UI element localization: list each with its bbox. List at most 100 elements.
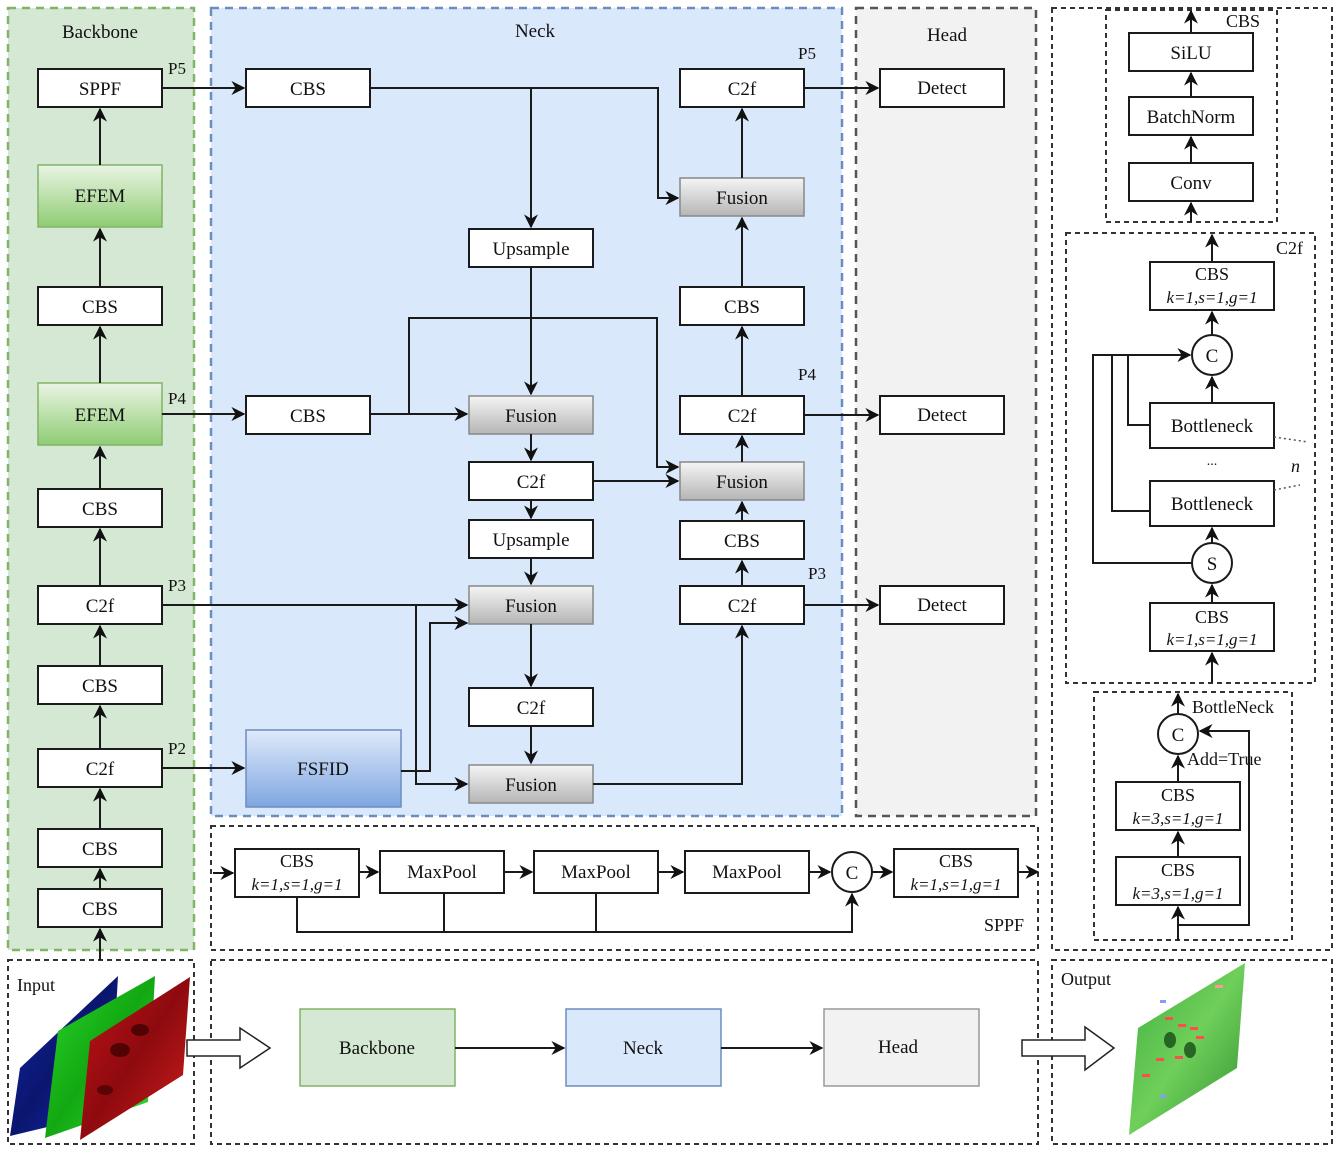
neck-fusion-3-label: Fusion [505, 775, 557, 796]
neck-c2f-p4-label: C2f [728, 406, 757, 427]
tap-label-p4: P4 [168, 389, 186, 408]
texture-spot [1184, 1042, 1196, 1058]
detail-panel [1051, 7, 1333, 951]
c2f-detail-bottom-cbs[interactable] [1149, 602, 1275, 652]
neck-c2f-2-label: C2f [517, 698, 546, 719]
sppf-cbs-out-label: CBS [939, 851, 973, 871]
sppf-concat-label: C [846, 863, 859, 884]
cbs-detail-silu[interactable] [1128, 32, 1254, 72]
arrow [1092, 348, 1192, 564]
backbone-cbs-2-label: CBS [82, 839, 118, 860]
detection-box [1165, 1017, 1173, 1020]
neck-cbs-p4-label: CBS [290, 406, 326, 427]
cbs-detail-batchnorm-label: BatchNorm [1147, 107, 1236, 128]
neck-cbs-p5-label: CBS [290, 79, 326, 100]
texture-spot [131, 1024, 149, 1036]
neck-cbs-p4[interactable] [245, 395, 371, 435]
detect-p5[interactable] [879, 68, 1005, 108]
neck-fusion-4[interactable] [679, 461, 805, 501]
detect-p3[interactable] [879, 585, 1005, 625]
detection-box [1196, 1036, 1204, 1039]
input-band-red [80, 977, 190, 1140]
backbone-efem-2-label: EFEM [75, 186, 126, 207]
neck-cbs-p5[interactable] [245, 68, 371, 108]
pipeline-backbone[interactable] [299, 1008, 456, 1087]
detection-box [1156, 1058, 1164, 1061]
cbs-detail: CBS SiLU BatchNorm Conv [1105, 9, 1278, 223]
c2f-ellipsis: ... [1207, 454, 1218, 469]
neck-c2f-2[interactable] [468, 687, 594, 727]
pipeline-neck[interactable] [565, 1008, 722, 1087]
texture-spot [97, 1085, 113, 1095]
neck-fusion-1-label: Fusion [505, 406, 557, 427]
backbone-cbs-4[interactable] [37, 488, 163, 528]
neck-c2f-p5[interactable] [679, 68, 805, 108]
neck-cbs-r1[interactable] [679, 520, 805, 560]
c2f-detail-top-cbs-params: k=1,s=1,g=1 [1166, 288, 1257, 307]
cbs-detail-conv[interactable] [1128, 162, 1254, 202]
backbone-efem-2[interactable] [37, 164, 163, 228]
texture-spot [1164, 1032, 1176, 1048]
c2f-concat-label: C [1206, 346, 1219, 367]
neck-label-p3: P3 [808, 564, 826, 583]
detection-box [1215, 985, 1223, 988]
neck-fusion-3[interactable] [468, 764, 594, 804]
texture-spot [110, 1043, 130, 1057]
input-images: Input [10, 975, 190, 1140]
pipeline: Backbone Neck Head [299, 1008, 980, 1087]
tap-label-p2: P2 [168, 739, 186, 758]
detection-boxes [1142, 985, 1223, 1098]
bottleneck-cbs-1-params: k=3,s=1,g=1 [1132, 809, 1223, 828]
detection-box [1160, 1095, 1166, 1098]
arrow [593, 624, 749, 785]
detection-box [1160, 1000, 1166, 1003]
pipeline-neck-label: Neck [623, 1038, 664, 1059]
sppf-maxpool-1[interactable] [379, 850, 505, 894]
pipeline-head[interactable] [823, 1008, 980, 1087]
neck-fusion-2[interactable] [468, 585, 594, 625]
neck-c2f-p4[interactable] [679, 395, 805, 435]
neck-upsample-1[interactable] [468, 228, 594, 268]
c2f-bottleneck-2-label: Bottleneck [1171, 494, 1254, 515]
sppf-maxpool-2-label: MaxPool [561, 862, 631, 883]
bottleneck-cbs-2[interactable] [1115, 856, 1241, 906]
tap-label-p3: P3 [168, 576, 186, 595]
backbone-cbs-3[interactable] [37, 665, 163, 705]
neck-fusion-5[interactable] [679, 177, 805, 217]
neck-label-p5: P5 [798, 44, 816, 63]
detect-p5-label: Detect [917, 78, 967, 99]
neck-fusion-1[interactable] [468, 395, 594, 435]
neck-label-p4: P4 [798, 365, 816, 384]
neck-cbs-r2-label: CBS [724, 297, 760, 318]
sppf-detail-title: SPPF [984, 915, 1024, 935]
c2f-bottleneck-2[interactable] [1149, 480, 1275, 527]
c2f-detail-bottom-cbs-params: k=1,s=1,g=1 [1166, 630, 1257, 649]
backbone-cbs-4-label: CBS [82, 499, 118, 520]
detect-p4[interactable] [879, 395, 1005, 435]
backbone-cbs-5[interactable] [37, 286, 163, 326]
c2f-bottleneck-1-label: Bottleneck [1171, 416, 1254, 437]
backbone-efem-1[interactable] [37, 382, 163, 446]
neck-upsample-2-label: Upsample [492, 530, 569, 551]
sppf-cbs-in-label: CBS [280, 851, 314, 871]
c2f-detail-top-cbs-label: CBS [1195, 264, 1229, 284]
neck-cbs-r2[interactable] [679, 286, 805, 326]
cbs-detail-batchnorm[interactable] [1128, 96, 1254, 136]
neck-fsfid[interactable] [245, 729, 402, 808]
sppf-cbs-out[interactable] [893, 848, 1019, 898]
cbs-detail-title: CBS [1226, 11, 1260, 31]
neck-c2f-1[interactable] [468, 461, 594, 501]
detect-p4-label: Detect [917, 405, 967, 426]
sppf-cbs-out-params: k=1,s=1,g=1 [910, 875, 1001, 894]
head-nodes: Detect Detect Detect [879, 68, 1005, 625]
sppf-maxpool-2[interactable] [533, 850, 659, 894]
c2f-bottleneck-1[interactable] [1149, 402, 1275, 449]
neck-c2f-1-label: C2f [517, 472, 546, 493]
backbone-cbs-2[interactable] [37, 828, 163, 868]
backbone-sppf[interactable] [37, 68, 163, 108]
bottleneck-detail-frame [1093, 691, 1293, 941]
dotted-line [1273, 436, 1309, 443]
backbone-c2f-2[interactable] [37, 585, 163, 625]
backbone-nodes: CBS CBS C2f CBS C2f CBS EFEM CBS EFEM SP… [37, 59, 186, 960]
detection-box [1178, 1024, 1186, 1027]
